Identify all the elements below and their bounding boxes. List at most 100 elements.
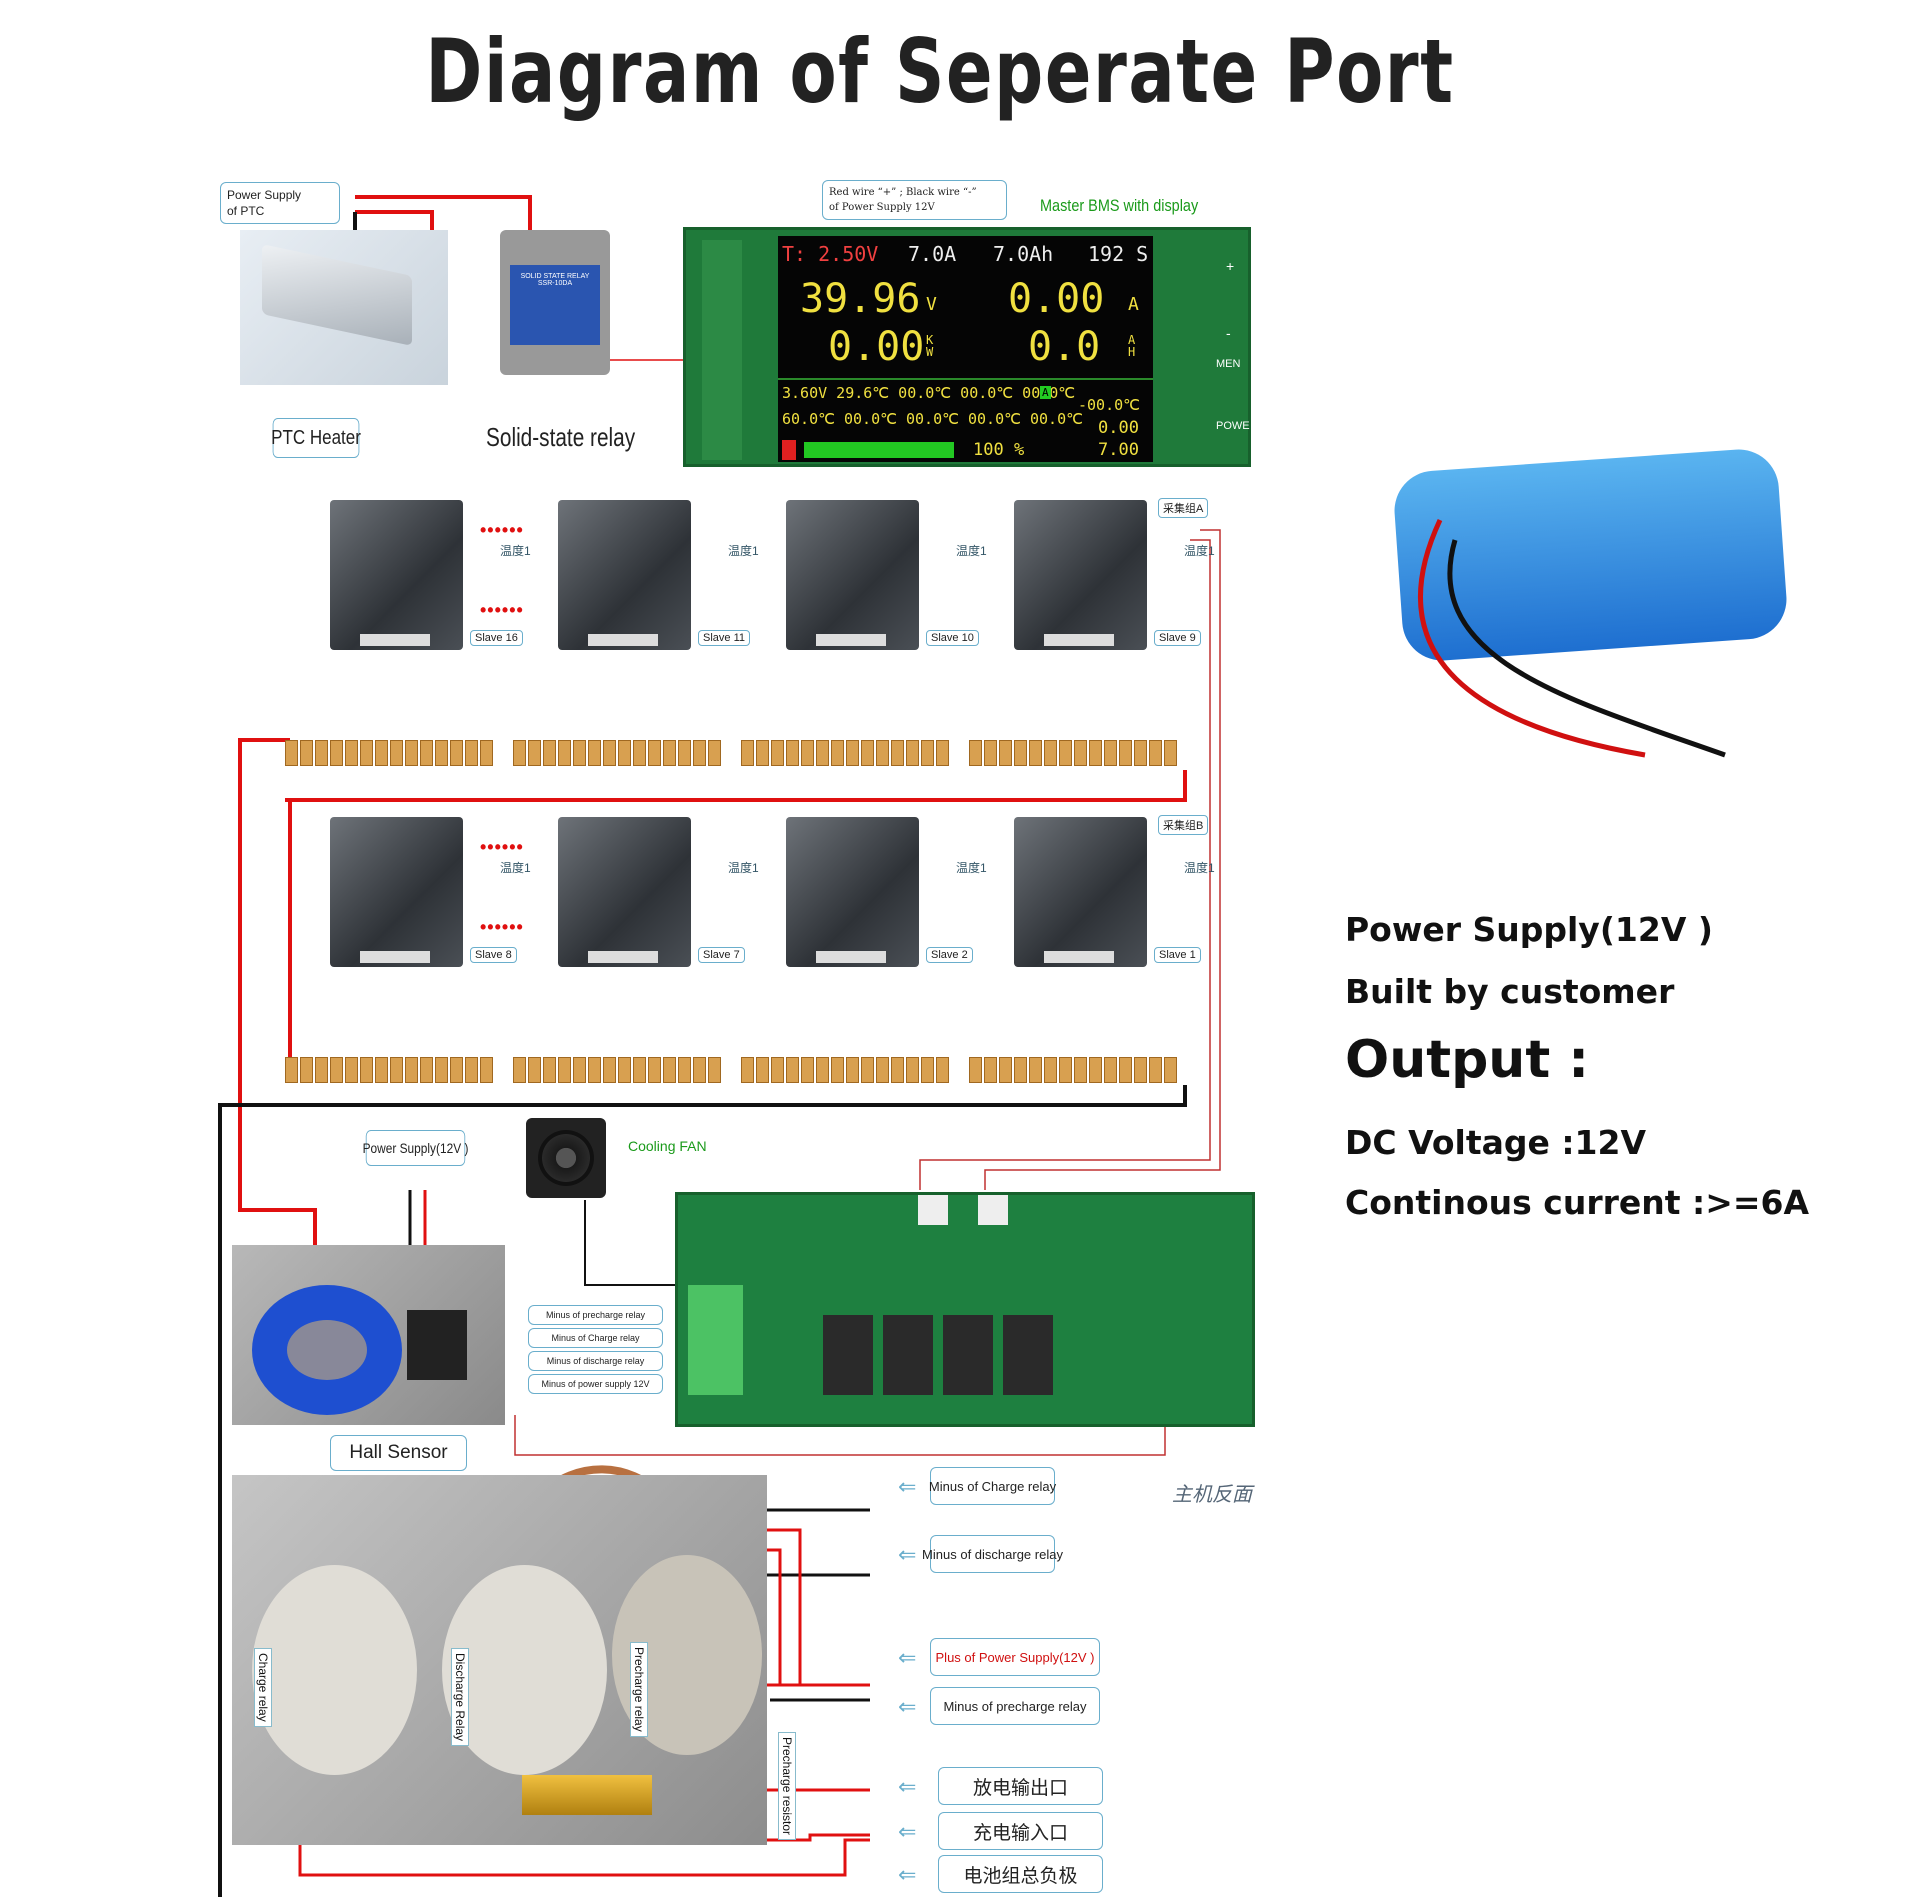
cell-terminal (921, 740, 934, 766)
arrow-icon: ⇐ (898, 1819, 917, 1844)
cell-terminal (558, 740, 571, 766)
cell-terminal (846, 1057, 859, 1083)
cell-terminal (756, 1057, 769, 1083)
lcd-power-unit: K W (926, 333, 934, 359)
lcd-voltage-unit: V (926, 294, 937, 315)
wire-note: Red wire “+” ; Black wire “-” of Power S… (822, 180, 1007, 220)
continuation-dots: •••••• (480, 917, 524, 937)
cell-terminal (708, 1057, 721, 1083)
cell-terminal-row (285, 1057, 493, 1083)
cell-terminal (1119, 1057, 1132, 1083)
cell-terminal (876, 740, 889, 766)
mosfet-4 (1003, 1315, 1053, 1395)
cell-terminal (315, 740, 328, 766)
lcd-soc-text: 100 % (973, 440, 1025, 460)
cell-terminal (558, 1057, 571, 1083)
bms-button-menu[interactable]: MEN (1216, 358, 1241, 370)
hall-sensor-hole (287, 1320, 367, 1380)
cell-terminal (741, 1057, 754, 1083)
terminal-label: Minus of discharge relay (528, 1351, 663, 1371)
cell-terminal (465, 740, 478, 766)
cell-terminal-row (969, 1057, 1177, 1083)
terminal-label: Minus of precharge relay (528, 1305, 663, 1325)
cell-terminal (906, 740, 919, 766)
lcd-right-val1: 0.00 (1098, 418, 1139, 438)
lcd-row1-series: 192 S (1088, 242, 1149, 266)
cell-terminal (1149, 740, 1162, 766)
cell-terminal (573, 740, 586, 766)
dc-voltage: DC Voltage :12V (1345, 1123, 1647, 1162)
mosfet-1 (823, 1315, 873, 1395)
precharge-resistor-body (522, 1775, 652, 1815)
terminal-block (688, 1285, 743, 1395)
cell-terminal (360, 740, 373, 766)
cell-terminal (588, 740, 601, 766)
cell-terminal (618, 740, 631, 766)
solid-state-relay-image: SOLID STATE RELAY SSR-10DA (500, 230, 610, 375)
cell-terminal (528, 1057, 541, 1083)
slave-module (786, 817, 919, 967)
temp-sensor-label: 温度1 (500, 544, 531, 558)
output-label: 放电输出口 (938, 1767, 1103, 1805)
module-label-strip (816, 951, 886, 963)
cell-terminal (708, 740, 721, 766)
cell-terminal-row (741, 740, 949, 766)
cell-terminal (405, 740, 418, 766)
cell-terminal (1029, 740, 1042, 766)
connector-1 (918, 1195, 948, 1225)
lcd-row1-current: 7.0A (908, 242, 957, 266)
cell-terminal (1014, 1057, 1027, 1083)
lcd-current: 0.00 (1008, 276, 1105, 322)
cell-terminal (984, 740, 997, 766)
cell-terminal (891, 740, 904, 766)
group-a-label: 采集组A (1158, 498, 1209, 518)
hall-sensor-module (407, 1310, 467, 1380)
cell-terminal (876, 1057, 889, 1083)
battery-pack-image (1380, 446, 1800, 800)
cell-terminal (1044, 1057, 1057, 1083)
cell-terminal (771, 740, 784, 766)
cell-terminal (480, 1057, 493, 1083)
ptc-heater-image (240, 230, 448, 385)
lcd-voltage: 39.96 (800, 276, 921, 322)
lcd-soc-bar (804, 442, 954, 458)
module-label-strip (588, 951, 658, 963)
precharge-relay-label: Precharge relay (630, 1642, 648, 1737)
host-back-label: 主机反面 (1172, 1482, 1252, 1506)
cell-terminal (1029, 1057, 1042, 1083)
bms-button-minus[interactable]: - (1226, 325, 1231, 341)
power-supply-label: Power Supply(12V ) (363, 1130, 468, 1166)
bms-lcd-screen: T: 2.50V 7.0A 7.0Ah 192 S 39.96 V 0.00 A… (778, 236, 1153, 462)
cell-terminal (999, 1057, 1012, 1083)
cell-terminal (633, 1057, 646, 1083)
cell-terminal (756, 740, 769, 766)
cell-terminal (465, 1057, 478, 1083)
cell-terminal (1074, 740, 1087, 766)
cell-terminal (450, 1057, 463, 1083)
cell-terminal (648, 1057, 661, 1083)
cell-terminal (861, 1057, 874, 1083)
hall-sensor-image (232, 1245, 505, 1425)
cell-terminal (330, 1057, 343, 1083)
cell-terminal (285, 740, 298, 766)
cell-terminal (405, 1057, 418, 1083)
cell-terminal (1089, 1057, 1102, 1083)
lcd-row4: 3.60V 29.6℃ 00.0℃ 00.0℃ 00.0℃ (782, 384, 1076, 402)
bms-button-power[interactable]: POWE (1216, 420, 1250, 432)
slave-label: Slave 8 (470, 947, 517, 963)
lcd-row1-cell-volt: T: 2.50V (782, 242, 879, 266)
temp-sensor-label: 温度1 (728, 544, 759, 558)
cell-terminal (543, 1057, 556, 1083)
cell-terminal (1059, 1057, 1072, 1083)
temp-sensor-label: 温度1 (956, 861, 987, 875)
bms-button-plus[interactable]: + (1226, 258, 1235, 274)
output-label: Minus of Charge relay (929, 1467, 1056, 1505)
cell-terminal (816, 1057, 829, 1083)
cell-terminal (1104, 740, 1117, 766)
cell-terminal (831, 1057, 844, 1083)
module-label-strip (1044, 951, 1114, 963)
lcd-capacity: 0.0 (1028, 324, 1101, 370)
connector-2 (978, 1195, 1008, 1225)
module-label-strip (816, 634, 886, 646)
cooling-fan-image (526, 1118, 606, 1198)
